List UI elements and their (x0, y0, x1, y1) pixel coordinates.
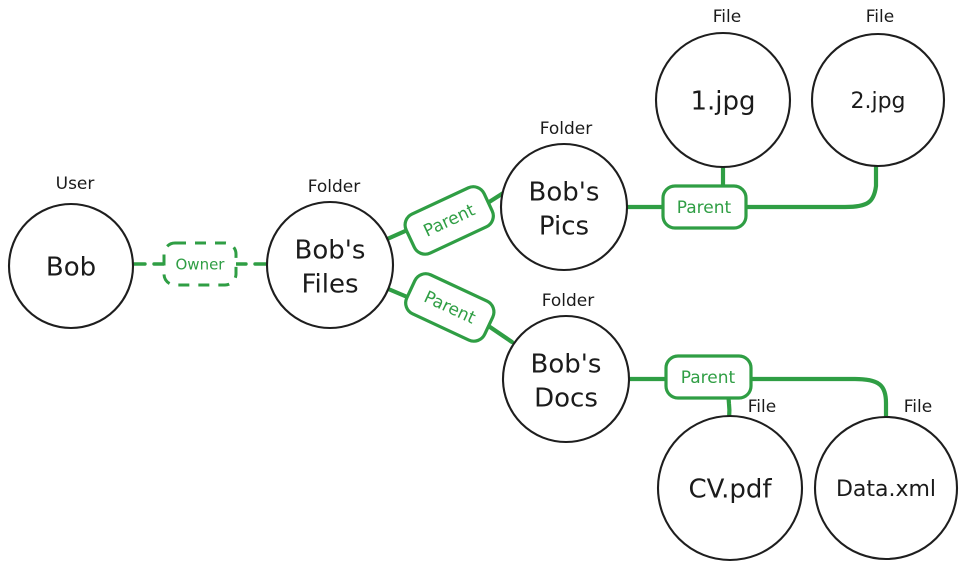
node-cvpdf-circle (656, 414, 804, 562)
edge-parent-docfiles-to-dataxml (749, 376, 889, 421)
node-bobs-files-label-line1: Bob's (295, 236, 366, 266)
node-bobs-pics-label-line1: Bob's (529, 178, 600, 208)
relationship-label-parent-docs[interactable]: Parent (402, 270, 498, 345)
node-1jpg-circle (654, 31, 792, 169)
node-cvpdf[interactable]: CV.pdf File (656, 397, 804, 562)
node-bobs-files-type: Folder (308, 177, 361, 197)
node-bobs-pics[interactable]: Bob's Pics Folder (499, 119, 629, 272)
relationship-label-parent-jpgs[interactable]: Parent (661, 184, 748, 230)
node-bobs-files-label-line2: Files (301, 270, 358, 300)
node-bobs-docs-type: Folder (542, 291, 595, 311)
node-bobs-docs-label-line1: Bob's (531, 350, 602, 380)
node-bobs-pics-label-line2: Pics (539, 212, 589, 242)
node-bob-circle (7, 202, 135, 330)
node-bobs-pics-type: Folder (540, 119, 593, 139)
node-bobs-files[interactable]: Bob's Files Folder (265, 177, 395, 330)
node-bobs-files-circle (265, 200, 395, 330)
relationship-owner-box (162, 241, 238, 287)
node-1jpg-label: 1.jpg (690, 87, 755, 117)
node-cvpdf-type: File (748, 397, 776, 417)
node-1jpg[interactable]: 1.jpg File (654, 7, 792, 169)
node-bobs-pics-circle (499, 142, 629, 272)
relationship-label-owner[interactable]: Owner (162, 241, 238, 287)
node-bobs-docs[interactable]: Bob's Docs Folder (501, 291, 631, 444)
node-2jpg-circle (810, 32, 946, 168)
relationship-parent-docfiles-text: Parent (681, 368, 736, 388)
node-bobs-docs-circle (501, 314, 631, 444)
node-bob-type: User (56, 174, 95, 194)
node-bobs-docs-label-line2: Docs (534, 384, 598, 414)
relationship-label-parent-docfiles[interactable]: Parent (664, 354, 753, 400)
node-dataxml-circle (813, 415, 959, 561)
edge-parent-docs-right-segment (484, 322, 515, 345)
node-cvpdf-label: CV.pdf (688, 475, 772, 505)
node-dataxml-label: Data.xml (836, 477, 936, 502)
node-dataxml-type: File (904, 397, 932, 417)
node-2jpg[interactable]: 2.jpg File (810, 7, 946, 168)
relationship-parent-jpgs-box (661, 184, 748, 230)
relationship-parent-pics-box (403, 185, 495, 256)
relationship-parent-jpgs-text: Parent (677, 198, 732, 218)
relationship-parent-docs-box (404, 272, 496, 343)
node-bob-label: Bob (46, 253, 96, 283)
relationship-parent-docfiles-box (664, 354, 753, 400)
node-dataxml[interactable]: Data.xml File (813, 397, 959, 561)
relationship-owner-text: Owner (176, 256, 226, 274)
relationship-label-parent-pics[interactable]: Parent (401, 183, 497, 258)
node-bob[interactable]: Bob User (7, 174, 135, 330)
node-1jpg-type: File (713, 7, 741, 27)
node-2jpg-label: 2.jpg (850, 89, 905, 114)
node-2jpg-type: File (866, 7, 894, 27)
edge-parent-jpgs-to-2jpg (741, 164, 879, 210)
